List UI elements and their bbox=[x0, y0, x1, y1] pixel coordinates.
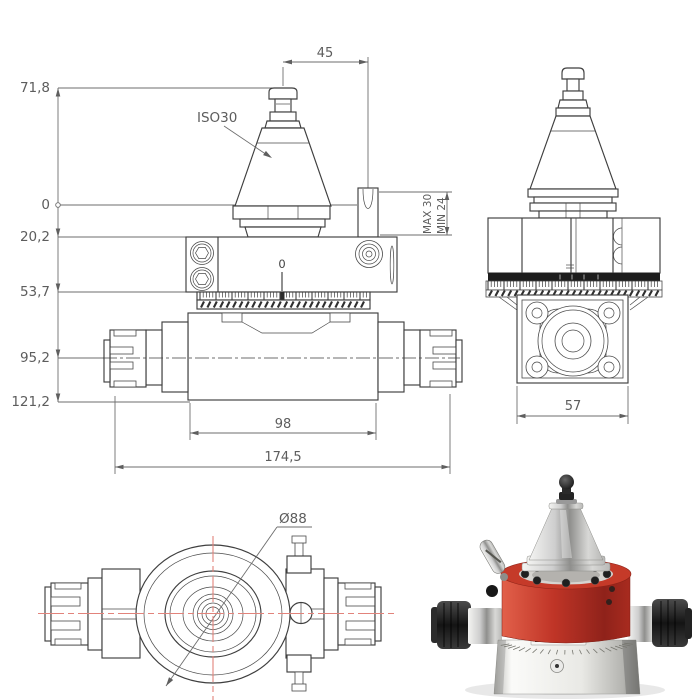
dim-45-label: 45 bbox=[317, 46, 334, 61]
top-dim-diameter: Ø88 bbox=[165, 511, 312, 687]
pull-stud-cap bbox=[268, 87, 298, 100]
level-label-121-2: 121,2 bbox=[11, 394, 50, 410]
front-view: 71,8 0 20,2 53,7 95,2 121,2 45 bbox=[11, 46, 463, 474]
pull-stud-neck bbox=[274, 98, 292, 113]
level-label-0: 0 bbox=[41, 197, 50, 213]
gauge-max-label: MAX 30 bbox=[422, 194, 434, 234]
photo-pull-stud bbox=[559, 474, 574, 490]
depth-stop-rod: MAX 30 MIN 24 bbox=[357, 187, 452, 238]
iso30-label: ISO30 bbox=[197, 110, 237, 126]
dim-98-label: 98 bbox=[275, 417, 292, 432]
side-flange bbox=[498, 294, 649, 384]
taper-cone bbox=[234, 127, 332, 207]
photo-er-left bbox=[431, 601, 502, 649]
level-label-71-8: 71,8 bbox=[20, 80, 50, 96]
clamp-slit bbox=[389, 245, 395, 285]
dial-dark-band bbox=[488, 273, 660, 281]
front-housing: 0 bbox=[185, 236, 398, 293]
side-dim-57: 57 bbox=[516, 386, 629, 424]
dim-57-label: 57 bbox=[565, 399, 582, 414]
front-dim-174-5: 174,5 bbox=[114, 394, 451, 474]
adjust-knob bbox=[355, 240, 383, 268]
level-label-53-7: 53,7 bbox=[20, 284, 50, 300]
front-left-dimensions: 71,8 0 20,2 53,7 95,2 121,2 bbox=[11, 80, 357, 410]
flange-bolt-holes bbox=[525, 301, 621, 379]
front-dim-98: 98 bbox=[189, 403, 377, 440]
dim-diameter-label: Ø88 bbox=[279, 511, 307, 527]
front-dim-45: 45 bbox=[282, 46, 369, 188]
top-view: Ø88 bbox=[38, 511, 398, 700]
photo-er-right bbox=[628, 599, 692, 647]
front-spindle-body bbox=[103, 312, 463, 401]
photo-red-drum bbox=[500, 558, 632, 644]
level-label-20-2: 20,2 bbox=[20, 229, 50, 245]
side-view: 57 bbox=[485, 67, 663, 424]
pull-stud-collar bbox=[269, 111, 297, 122]
er-collet-nut-left bbox=[103, 329, 147, 388]
level-label-95-2: 95,2 bbox=[20, 350, 50, 366]
photo-side-knob bbox=[486, 585, 498, 597]
gauge-min-label: MIN 24 bbox=[436, 197, 448, 234]
graduated-dial-front bbox=[196, 291, 371, 310]
product-photo bbox=[431, 474, 692, 699]
er-collet-nut-right bbox=[419, 329, 463, 388]
dial-index-mark bbox=[280, 292, 285, 300]
taper-flange bbox=[232, 205, 331, 220]
iso30-taper-side bbox=[527, 67, 619, 219]
side-housing bbox=[485, 217, 663, 298]
photo-taper bbox=[521, 474, 611, 572]
dial-zero-label: 0 bbox=[278, 257, 285, 271]
zero-datum-marker bbox=[55, 202, 61, 208]
clamp-pins bbox=[286, 535, 312, 692]
iso30-taper-front: ISO30 bbox=[197, 87, 332, 238]
clamp-bolt-bottom bbox=[190, 267, 214, 291]
clamp-bolt-top bbox=[190, 241, 214, 265]
dim-174-5-label: 174,5 bbox=[264, 450, 301, 465]
photo-lock-lever bbox=[479, 539, 508, 597]
